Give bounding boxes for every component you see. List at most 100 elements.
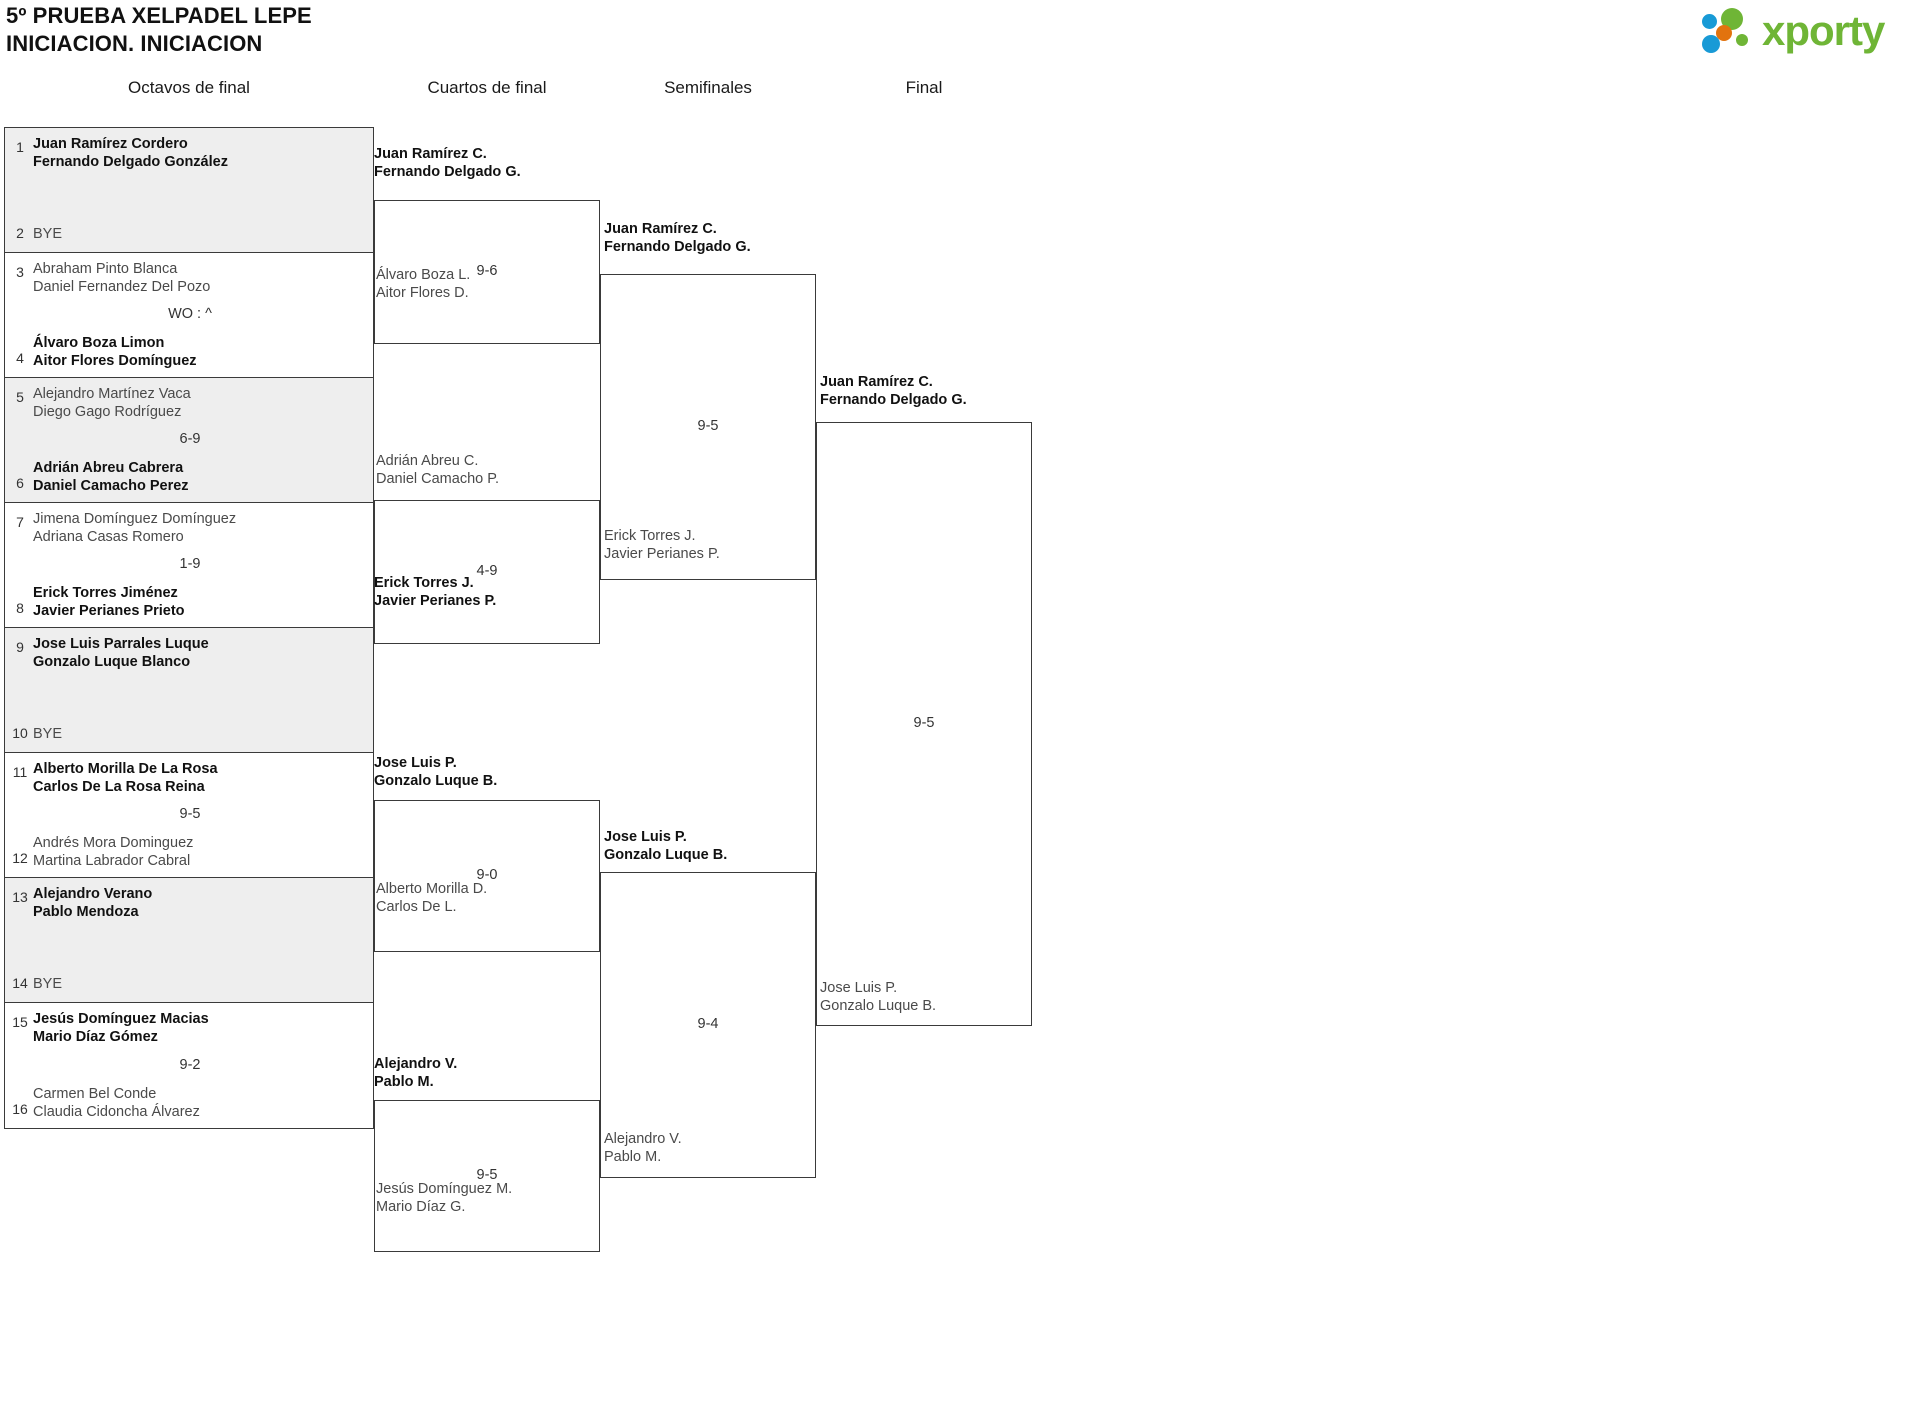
round1-match-6[interactable]: 11 Alberto Morilla De La Rosa Carlos De … [5,753,373,878]
player-name-1: Carmen Bel Conde [33,1086,157,1102]
tournament-title-line-1: 5º PRUEBA XELPADEL LEPE [6,3,312,28]
seed-number: 7 [16,514,24,530]
player-name-1: Alejandro V. [374,1056,458,1072]
round1-match-4[interactable]: 7 Jimena Domínguez Domínguez Adriana Cas… [5,503,373,628]
player-name-1: Juan Ramírez C. [374,146,487,162]
player-name-1: Jose Luis P. [820,980,898,996]
player-name-1: Álvaro Boza L. [376,267,471,283]
match-score: 1-9 [179,556,201,572]
player-name-2: Daniel Camacho Perez [33,478,189,494]
player-name-2: Javier Perianes Prieto [33,603,185,619]
tournament-title-line-2: INICIACION. INICIACION [6,30,263,56]
xporty-logo[interactable]: xporty [1702,6,1908,58]
round1-match-1[interactable]: 1 Juan Ramírez Cordero Fernando Delgado … [5,128,373,253]
player-name-1: Juan Ramírez C. [820,374,933,390]
seed-number: 9 [16,639,24,655]
player-name-1: Juan Ramírez Cordero [33,136,188,152]
player-name-2: Javier Perianes P. [604,546,720,562]
round1-match-7[interactable]: 13 Alejandro Verano Pablo Mendoza 14 BYE [5,878,373,1003]
player-name-2: Daniel Camacho P. [376,471,500,487]
player-name-2: Fernando Delgado G. [374,164,521,180]
player-name-1: Alberto Morilla D. [376,881,488,897]
round2-match-1-top-team: Juan Ramírez C. Fernando Delgado G. [374,145,521,181]
round-header-cuartos: Cuartos de final [427,78,547,97]
round2-match-2-top-team: Adrián Abreu C. Daniel Camacho P. [376,452,499,488]
match-score: 6-9 [179,431,201,447]
xporty-logo-mark-icon [1702,8,1764,56]
seed-number: 1 [16,139,24,155]
player-name-1: Adrián Abreu C. [376,453,479,469]
round4-match-1-connector[interactable]: 9-5 [816,422,1032,1026]
round3-match-2-top-team: Jose Luis P. Gonzalo Luque B. [604,828,727,864]
player-name-2: Mario Díaz Gómez [33,1029,158,1045]
round2-match-4-top-team: Alejandro V. Pablo M. [374,1055,457,1091]
player-name-2: Martina Labrador Cabral [33,853,191,869]
match-score: 9-0 [476,867,498,883]
round1-match-8[interactable]: 15 Jesús Domínguez Macias Mario Díaz Góm… [5,1003,373,1128]
player-name-2: Pablo M. [374,1074,434,1090]
player-name-2: Daniel Fernandez Del Pozo [33,279,211,295]
round3-match-2-bottom-team: Alejandro V. Pablo M. [604,1130,682,1166]
round1-match-2[interactable]: 3 Abraham Pinto Blanca Daniel Fernandez … [5,253,373,378]
round-header-final: Final [905,78,943,97]
round2-match-2-connector[interactable]: 4-9 [374,500,600,644]
seed-number: 6 [16,475,24,491]
player-name-2: Gonzalo Luque Blanco [33,654,191,670]
player-name-1: Alberto Morilla De La Rosa [33,761,218,777]
player-name-1: Jose Luis Parrales Luque [33,636,209,652]
seed-number: 4 [16,350,24,366]
player-name-2: Fernando Delgado González [33,154,228,170]
page-header: 5º PRUEBA XELPADEL LEPE INICIACION. INIC… [0,0,1920,70]
team-entry: Alejandro Martínez Vaca Diego Gago Rodrí… [33,385,191,421]
player-name-1: Andrés Mora Dominguez [33,835,194,851]
round3-match-1-bottom-team: Erick Torres J. Javier Perianes P. [604,527,720,563]
player-name-2: Carlos De L. [376,899,457,915]
player-name-2: Carlos De La Rosa Reina [33,779,205,795]
team-entry: Adrián Abreu Cabrera Daniel Camacho Pere… [33,459,189,495]
seed-number: 8 [16,600,24,616]
match-score: 9-5 [913,715,935,731]
round1-match-3[interactable]: 5 Alejandro Martínez Vaca Diego Gago Rod… [5,378,373,503]
player-name-1: Álvaro Boza Limon [33,335,165,351]
bye-label: BYE [33,726,63,742]
player-name-2: Claudia Cidoncha Álvarez [33,1104,200,1120]
round3-match-1-connector[interactable]: 9-5 [600,274,816,580]
player-name-2: Javier Perianes P. [374,593,497,609]
seed-number: 2 [16,225,24,241]
round4-match-1-top-team: Juan Ramírez C. Fernando Delgado G. [820,373,967,409]
player-name-2: Adriana Casas Romero [33,529,184,545]
player-name-1: Erick Torres J. [604,528,696,544]
player-name-2: Gonzalo Luque B. [604,847,728,863]
player-name-1: Jimena Domínguez Domínguez [33,511,237,527]
match-score: WO : ^ [168,306,212,322]
round2-match-3-bottom-team: Alberto Morilla D. Carlos De L. [376,880,487,916]
player-name-1: Jose Luis P. [374,755,457,771]
player-name-1: Alejandro Martínez Vaca [33,386,191,402]
team-entry: Erick Torres Jiménez Javier Perianes Pri… [33,584,185,620]
seed-number: 3 [16,264,24,280]
player-name-1: Abraham Pinto Blanca [33,261,178,277]
round2-match-3-top-team: Jose Luis P. Gonzalo Luque B. [374,754,497,790]
team-entry: Jesús Domínguez Macias Mario Díaz Gómez [33,1010,209,1046]
seed-number: 16 [12,1101,28,1117]
seed-number: 14 [12,975,28,991]
team-entry: Juan Ramírez Cordero Fernando Delgado Go… [33,135,228,171]
player-name-2: Fernando Delgado G. [604,239,751,255]
seed-number: 12 [12,850,28,866]
player-name-2: Pablo M. [604,1149,662,1165]
team-entry: Abraham Pinto Blanca Daniel Fernandez De… [33,260,210,296]
round2-match-3-connector[interactable]: 9-0 [374,800,600,952]
round-header-semifinales: Semifinales [664,78,752,97]
match-score: 9-5 [697,418,719,434]
round3-match-2-connector[interactable]: 9-4 [600,872,816,1178]
round2-match-4-connector[interactable]: 9-5 [374,1100,600,1252]
player-name-2: Aitor Flores D. [376,285,469,301]
team-entry: Andrés Mora Dominguez Martina Labrador C… [33,834,193,870]
player-name-2: Gonzalo Luque B. [374,773,498,789]
match-score: 9-4 [697,1016,719,1032]
player-name-1: Jesús Domínguez M. [376,1181,513,1197]
match-score: 9-2 [179,1056,201,1073]
round2-match-1-connector[interactable]: 9-6 [374,200,600,344]
round1-match-5[interactable]: 9 Jose Luis Parrales Luque Gonzalo Luque… [5,628,373,753]
player-name-2: Pablo Mendoza [33,904,139,920]
